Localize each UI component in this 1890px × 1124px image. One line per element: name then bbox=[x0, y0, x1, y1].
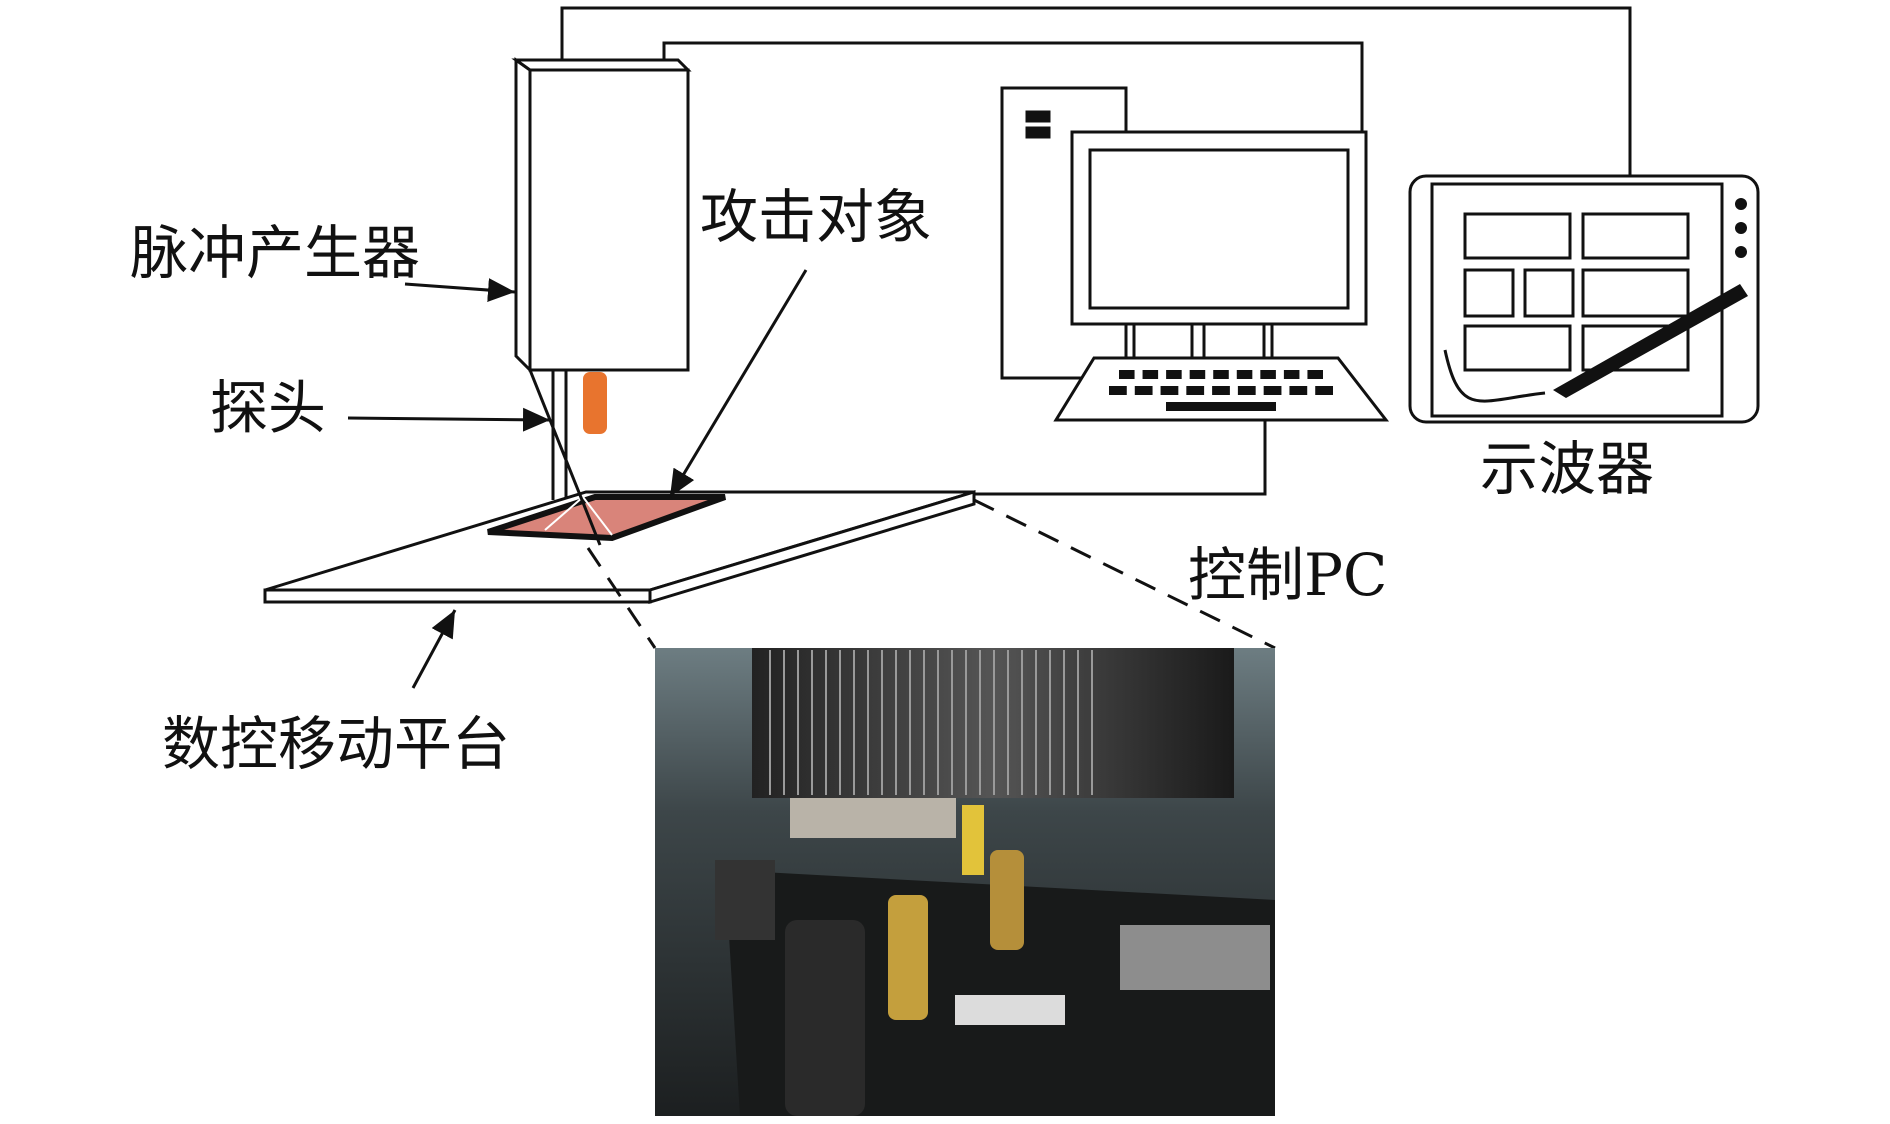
keyboard-key bbox=[1263, 386, 1282, 395]
zoom-lines bbox=[586, 498, 1276, 650]
wire-platform-to-pc bbox=[974, 420, 1267, 496]
keyboard-key bbox=[1315, 386, 1333, 395]
wire-pulse-to-computer bbox=[662, 41, 1364, 132]
label-cnc-platform: 数控移动平台 bbox=[162, 710, 511, 778]
photo-inset bbox=[655, 648, 1275, 1116]
keyboard-key bbox=[1237, 386, 1256, 395]
desktop-computer-icon bbox=[1000, 86, 1390, 422]
keyboard-key bbox=[1260, 370, 1276, 379]
generator-platform-link bbox=[528, 369, 602, 546]
keyboard-key bbox=[1212, 386, 1230, 395]
label-pulse-generator: 脉冲产生器 bbox=[130, 219, 421, 287]
wire-pulse-to-oscilloscope bbox=[560, 6, 1632, 175]
stylus-pen-icon bbox=[1553, 284, 1748, 398]
keyboard-key bbox=[1289, 386, 1308, 395]
keyboard-key bbox=[1160, 386, 1179, 395]
label-probe: 探头 bbox=[210, 374, 327, 442]
pulse-generator-box bbox=[511, 57, 692, 374]
leader-arrows bbox=[347, 269, 808, 689]
keyboard-key bbox=[1307, 370, 1323, 379]
keyboard-key bbox=[1166, 370, 1182, 379]
label-control-pc: 控制PC bbox=[1188, 541, 1388, 609]
keyboard-key bbox=[1189, 370, 1206, 379]
keyboard-spacebar bbox=[1166, 402, 1276, 411]
keyboard-key bbox=[1283, 370, 1300, 379]
keyboard-keys bbox=[1109, 370, 1333, 411]
keyboard-key bbox=[1213, 370, 1229, 379]
cnc-platform bbox=[263, 489, 976, 605]
heatsink-fins bbox=[769, 650, 1093, 795]
arrow-pulse-generator bbox=[404, 278, 516, 303]
keyboard-key bbox=[1186, 386, 1205, 395]
keyboard-key bbox=[1236, 370, 1253, 379]
label-attack-target: 攻击对象 bbox=[700, 183, 933, 251]
keyboard-key bbox=[1119, 370, 1135, 379]
oscilloscope-buttons bbox=[1735, 198, 1747, 258]
arrow-attack-target bbox=[668, 269, 808, 498]
keyboard-key bbox=[1109, 386, 1127, 395]
probe-tip bbox=[583, 372, 607, 434]
connection-wires bbox=[560, 6, 1632, 496]
arrow-probe bbox=[347, 407, 551, 432]
probe-shaft bbox=[551, 370, 568, 500]
keyboard-key bbox=[1134, 386, 1153, 395]
probe-beam bbox=[544, 496, 613, 536]
label-oscilloscope: 示波器 bbox=[1480, 435, 1655, 503]
arrow-cnc-platform bbox=[411, 609, 457, 689]
keyboard-key bbox=[1142, 370, 1159, 379]
